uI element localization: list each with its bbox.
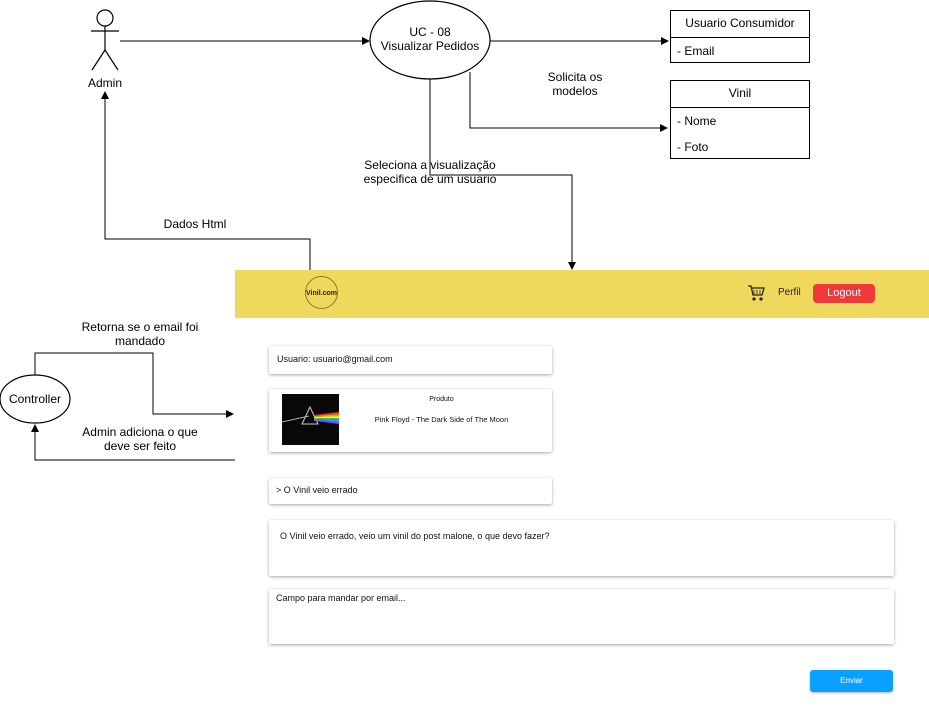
class-vinil: Vinil - Nome - Foto <box>670 80 810 159</box>
perfil-link[interactable]: Perfil <box>778 287 801 298</box>
admin-actor-figure <box>91 9 119 71</box>
ui-to-controller-arrow <box>31 424 235 461</box>
label-solicita: Solicita os modelos <box>547 70 603 98</box>
usuario-text: Usuario: usuario@gmail.com <box>277 354 393 364</box>
issue-text: > O Vinil veio errado <box>276 485 358 495</box>
usecase-id: UC - 08 <box>409 25 451 39</box>
message-box: O Vinil veio errado, veio um vinil do po… <box>269 520 894 576</box>
produto-name: Pink Floyd - The Dark Side of The Moon <box>374 415 509 424</box>
class-usuario-consumidor: Usuario Consumidor - Email <box>670 10 810 63</box>
class-title: Vinil <box>671 81 809 108</box>
class-title: Usuario Consumidor <box>671 11 809 38</box>
email-placeholder: Campo para mandar por email... <box>276 593 406 603</box>
cart-icon[interactable] <box>747 284 765 302</box>
produto-card: Produto Pink Floyd - The Dark Side of Th… <box>269 389 552 452</box>
controller-to-ui-arrow <box>34 352 234 418</box>
class-attribute: - Email <box>677 44 715 58</box>
class-attribute: - Nome <box>677 114 717 128</box>
label-dados-html: Dados Html <box>163 217 227 231</box>
usecase-to-vinil-arrow <box>469 72 668 132</box>
usecase-label: UC - 08 Visualizar Pedidos <box>370 25 490 53</box>
label-admin-adiciona: Admin adiciona o que deve ser feito <box>82 425 198 453</box>
actor-label: Admin <box>87 76 122 90</box>
label-retorna: Retorna se o email foi mandado <box>81 320 199 348</box>
produto-heading: Produto <box>429 396 454 403</box>
class-attribute: - Foto <box>677 140 709 154</box>
usecase-to-ui-arrow <box>429 79 576 270</box>
email-field[interactable]: Campo para mandar por email... <box>269 589 894 644</box>
issue-card[interactable]: > O Vinil veio errado <box>269 478 552 504</box>
top-bar: Vinil.com Perfil Logout <box>235 270 929 318</box>
controller-label: Controller <box>8 392 62 406</box>
album-cover-image <box>281 394 339 445</box>
usecase-name: Visualizar Pedidos <box>380 39 480 53</box>
label-seleciona: Seleciona a visualização especifica de u… <box>363 158 497 186</box>
logo[interactable]: Vinil.com <box>305 276 338 309</box>
message-text: O Vinil veio errado, veio um vinil do po… <box>280 531 550 541</box>
ui-to-admin-arrow <box>101 91 311 270</box>
usuario-card: Usuario: usuario@gmail.com <box>269 346 552 374</box>
logout-button[interactable]: Logout <box>813 284 875 303</box>
enviar-button[interactable]: Enviar <box>810 670 893 692</box>
